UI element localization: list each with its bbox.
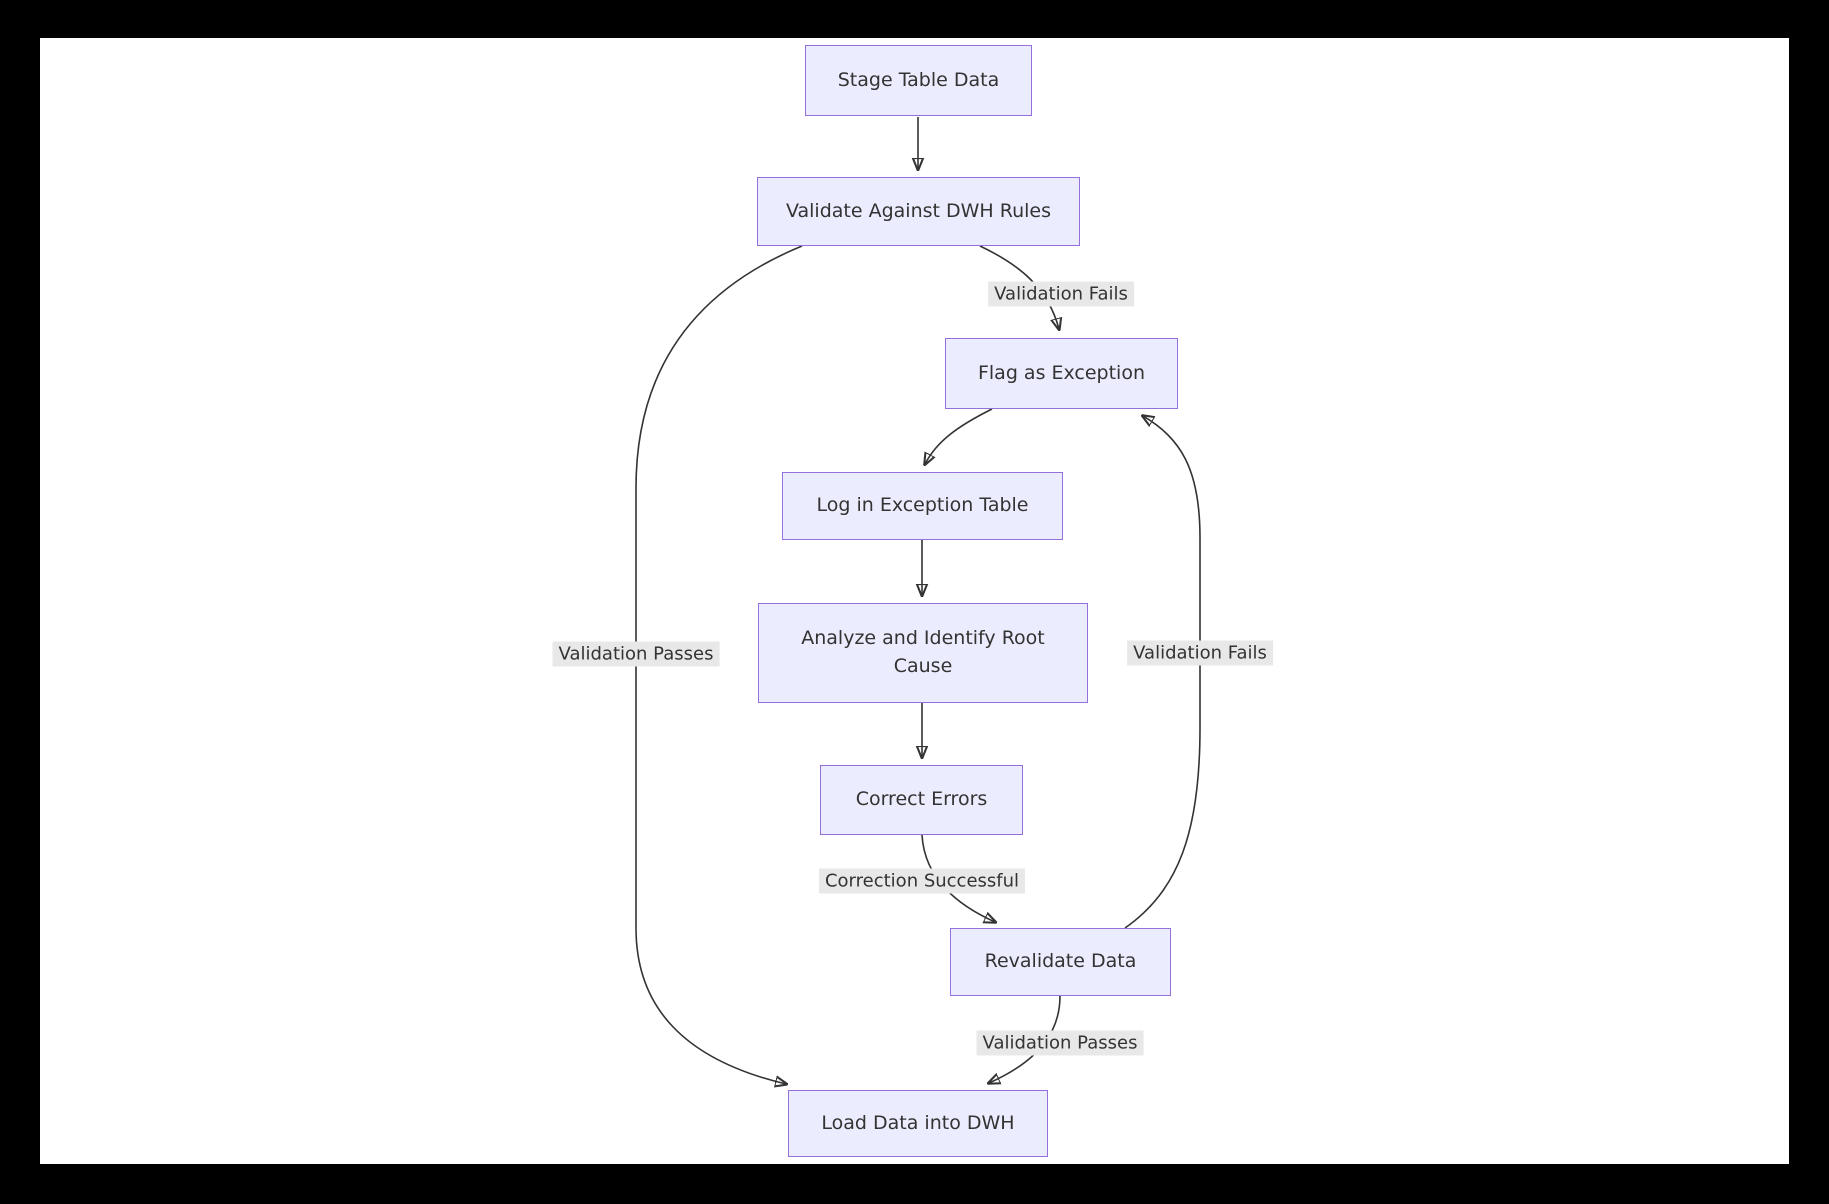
node-analyze-and-identify-root-cause: Analyze and Identify Root Cause bbox=[758, 603, 1088, 703]
edge-label-validation-passes-bottom: Validation Passes bbox=[976, 1030, 1144, 1056]
node-correct-errors: Correct Errors bbox=[820, 765, 1023, 835]
node-label: Load Data into DWH bbox=[821, 1111, 1015, 1134]
edge-label-validation-fails-top: Validation Fails bbox=[988, 281, 1134, 307]
node-stage-table-data: Stage Table Data bbox=[805, 45, 1032, 116]
edge-revalidate-to-flag bbox=[1124, 416, 1201, 929]
node-label: Flag as Exception bbox=[977, 361, 1146, 384]
node-label: Stage Table Data bbox=[837, 68, 1000, 91]
node-label: Analyze and Identify Root Cause bbox=[801, 627, 1045, 677]
node-label: Correct Errors bbox=[855, 788, 988, 811]
node-revalidate-data: Revalidate Data bbox=[950, 928, 1171, 996]
node-log-in-exception-table: Log in Exception Table bbox=[782, 472, 1063, 540]
edge-flag-to-log bbox=[925, 408, 993, 464]
edge-validate-to-flag bbox=[979, 245, 1059, 329]
edge-label-validation-passes-left: Validation Passes bbox=[552, 641, 720, 667]
edge-label-validation-fails-right: Validation Fails bbox=[1127, 640, 1273, 666]
node-label: Log in Exception Table bbox=[816, 494, 1029, 517]
flowchart-canvas: Stage Table Data Validate Against DWH Ru… bbox=[40, 38, 1789, 1164]
node-flag-as-exception: Flag as Exception bbox=[945, 338, 1178, 409]
node-load-data-into-dwh: Load Data into DWH bbox=[788, 1090, 1048, 1157]
edge-label-correction-successful: Correction Successful bbox=[818, 868, 1026, 894]
node-label: Validate Against DWH Rules bbox=[785, 199, 1052, 222]
node-label: Revalidate Data bbox=[984, 950, 1137, 973]
edge-validate-to-load bbox=[635, 245, 803, 1084]
node-validate-against-dwh-rules: Validate Against DWH Rules bbox=[757, 177, 1080, 246]
